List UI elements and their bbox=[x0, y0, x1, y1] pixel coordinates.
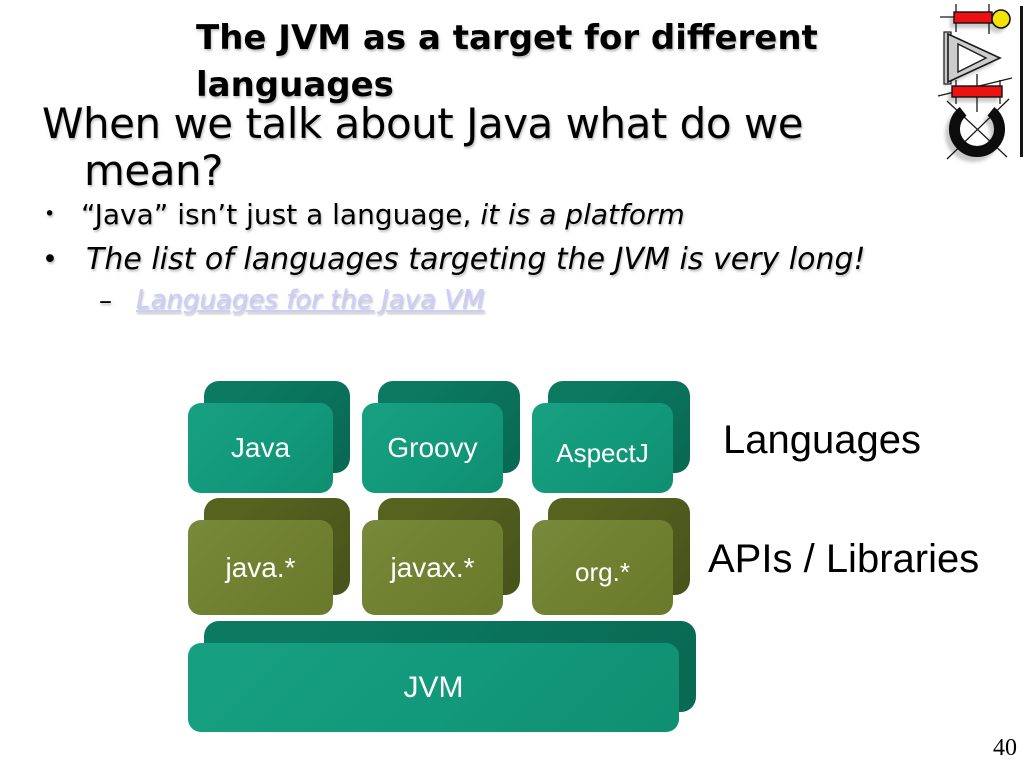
box-label: Java bbox=[230, 432, 291, 463]
diagram-box-org-star: org.* bbox=[532, 498, 690, 615]
diagram-box-aspectj: AspectJ bbox=[532, 381, 690, 493]
bullet-text: The list of languages targeting the JVM … bbox=[86, 242, 866, 277]
slide-title-line2: languages bbox=[196, 65, 394, 105]
sub-bullet-item: – Languages for the Java VM bbox=[99, 285, 484, 316]
bullet-item-language-list: • The list of languages targeting the JV… bbox=[42, 242, 866, 277]
slide-title-line1: The JVM as a target for different bbox=[196, 18, 818, 58]
slide-title: The JVM as a target for different langua… bbox=[196, 15, 818, 109]
dash-marker: – bbox=[99, 286, 112, 316]
box-label: Groovy bbox=[387, 432, 478, 463]
page-number: 40 bbox=[993, 735, 1017, 761]
box-label: AspectJ bbox=[556, 437, 649, 468]
box-label: javax.* bbox=[390, 551, 475, 583]
logo-yellow-dot bbox=[991, 9, 1011, 29]
diagram-box-groovy: Groovy bbox=[362, 381, 520, 493]
logo-c-ring bbox=[949, 106, 1005, 157]
diagram-box-jvm: JVM bbox=[188, 621, 696, 732]
heading-line2: mean? bbox=[84, 146, 223, 195]
languages-for-java-vm-link[interactable]: Languages for the Java VM bbox=[136, 285, 485, 315]
box-label: java.* bbox=[225, 551, 296, 583]
diagram-box-java: Java bbox=[188, 381, 350, 493]
row-label-languages: Languages bbox=[723, 418, 921, 462]
institution-logo-icon bbox=[937, 4, 1023, 162]
bullet-marker: • bbox=[44, 203, 56, 225]
bullet-text: “Java” isn’t just a language, it is a pl… bbox=[81, 198, 685, 231]
diagram-box-javax-star: javax.* bbox=[362, 498, 520, 615]
diagram-box-java-star: java.* bbox=[188, 498, 350, 615]
heading-line1: When we talk about Java what do we bbox=[42, 99, 804, 148]
logo-red-bar-bottom bbox=[951, 85, 1003, 98]
row-label-apis-libraries: APIs / Libraries bbox=[708, 537, 980, 581]
box-label: org.* bbox=[575, 557, 630, 587]
slide-heading: When we talk about Java what do we mean? bbox=[42, 99, 804, 195]
bullet-item-java-platform: • “Java” isn’t just a language, it is a … bbox=[44, 198, 685, 231]
box-label: JVM bbox=[403, 670, 464, 704]
bullet-marker: • bbox=[42, 244, 58, 275]
logo-red-bar-top bbox=[953, 11, 993, 24]
